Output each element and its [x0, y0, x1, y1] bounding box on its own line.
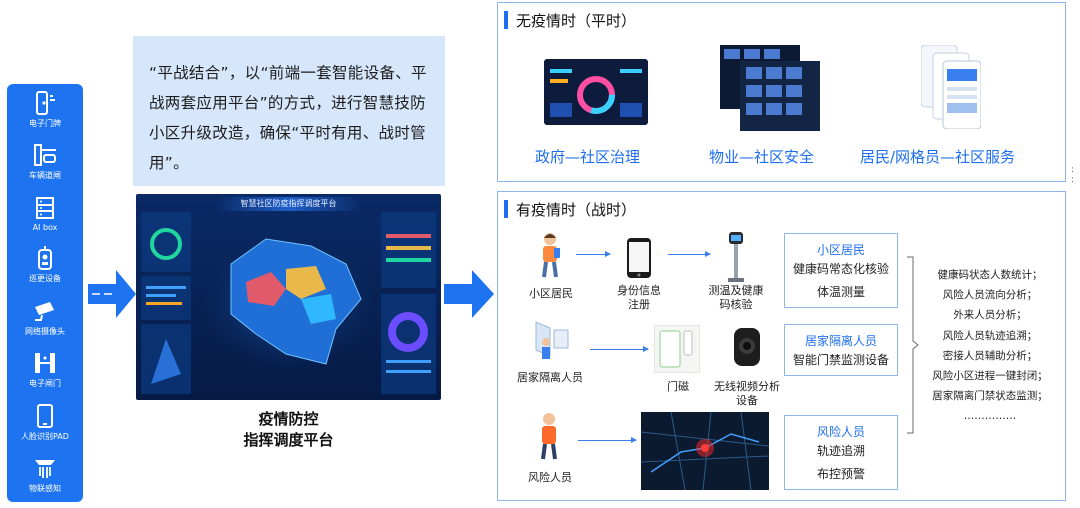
epidemic-panel: 有疫情时（战时） [497, 191, 1066, 501]
property-security-label: 物业—社区安全 [709, 148, 815, 166]
quarantine-category-line1: 智能门禁监测设备 [792, 353, 889, 367]
platform-caption: 疫情防控 指挥调度平台 [136, 409, 441, 451]
flow-line [590, 346, 649, 352]
quarantine-person-label: 居家隔离人员 [517, 371, 583, 384]
resident-phone-app-icon [921, 45, 981, 129]
resident-category-box: 小区居民 健康码常态化核验 体温测量 [784, 233, 898, 308]
device-ai-box: AI box [7, 195, 83, 232]
no-epidemic-header: 无疫情时（平时） [498, 3, 636, 37]
header-accent-bar [504, 11, 508, 29]
epidemic-title: 有疫情时（战时） [516, 200, 637, 219]
flow-arrow-icon [444, 270, 494, 318]
function-item: 健康码状态人数统计； [937, 269, 1043, 281]
trajectory-map-icon [641, 412, 769, 490]
government-governance-label: 政府—社区治理 [535, 148, 641, 166]
platform-caption-line2: 指挥调度平台 [243, 431, 334, 449]
quarantine-category-title: 居家隔离人员 [804, 334, 877, 348]
risk-category-line1: 轨迹追溯 [816, 444, 865, 458]
flow-line [576, 251, 611, 257]
risk-category-line2: 布控预警 [816, 467, 865, 481]
header-accent-bar [504, 200, 508, 218]
flow-line [668, 251, 711, 257]
side-marker: :: [1071, 165, 1075, 185]
resident-category-line1: 健康码常态化核验 [792, 262, 889, 276]
vehicle-gate-icon [34, 144, 56, 167]
function-item: 外来人员分析； [953, 309, 1027, 322]
phone-icon [627, 238, 651, 278]
resident-service-label: 居民/网格员—社区服务 [860, 148, 1016, 166]
resident-person-icon [542, 233, 560, 278]
face-pad-icon [37, 403, 53, 428]
quarantine-category-box: 居家隔离人员 智能门禁监测设备 [784, 324, 898, 376]
risk-person-icon [541, 413, 557, 460]
function-item: 风险小区进程一键封闭； [932, 370, 1048, 383]
electronic-gate-icon [35, 353, 55, 374]
risk-person-label: 风险人员 [528, 471, 572, 484]
door-lock-icon [36, 91, 55, 115]
device-sidebar: 电子门牌 车辆道闸 AI box 巡更设备 网络摄像头 电子闸门 人脸识别PAD… [7, 84, 83, 502]
function-item: 风险人员轨迹追溯； [942, 329, 1038, 342]
government-dashboard-icon [544, 59, 648, 125]
no-epidemic-panel: 无疫情时（平时） 政府—社区治理 物业—社区安全 居民/网格员—社区服务 [497, 2, 1066, 182]
patrol-device-icon [38, 246, 52, 271]
platform-caption-line1: 疫情防控 [258, 410, 319, 428]
grouping-bracket-icon [907, 256, 919, 434]
door-sensor-label: 门磁 [667, 380, 689, 393]
device-iot-sensor: 物联感知 [7, 455, 83, 494]
no-epidemic-title: 无疫情时（平时） [516, 11, 637, 30]
dashboard-visual [141, 212, 436, 394]
temperature-check-label: 测温及健康 码核验 [708, 284, 764, 311]
video-analysis-label: 无线视频分析 设备 [714, 380, 780, 407]
function-item: 风险人员流向分析； [942, 289, 1038, 302]
resident-label: 小区居民 [529, 287, 573, 300]
iot-sensor-icon [35, 459, 55, 478]
door-sensor-icon [654, 325, 700, 373]
quarantine-person-icon [535, 321, 569, 359]
function-item: 密接人员辅助分析； [942, 349, 1038, 362]
function-item: 居家隔离门禁状态监测； [932, 390, 1048, 403]
device-patrol: 巡更设备 [7, 245, 83, 284]
function-item: …………… [963, 410, 1017, 423]
device-electronic-gate: 电子闸门 [7, 350, 83, 389]
property-surveillance-icon [720, 45, 820, 131]
risk-category-title: 风险人员 [816, 425, 865, 439]
risk-category-box: 风险人员 轨迹追溯 布控预警 [784, 415, 898, 490]
temperature-gate-icon [728, 232, 744, 282]
epidemic-header: 有疫情时（战时） [498, 192, 636, 226]
device-network-camera: 网络摄像头 [7, 298, 83, 337]
resident-category-line2: 体温测量 [816, 285, 865, 299]
identity-registration-label: 身份信息 注册 [617, 284, 661, 311]
video-analysis-device-icon [734, 328, 760, 366]
camera-icon [35, 301, 54, 321]
strategy-quote: “平战结合”，以“前端一套智能设备、平战两套应用平台”的方式，进行智慧技防小区升… [133, 36, 445, 186]
flow-arrow-icon [88, 270, 136, 318]
device-electronic-doorplate: 电子门牌 [7, 90, 83, 129]
flow-line [578, 437, 637, 443]
resident-category-title: 小区居民 [816, 243, 865, 257]
function-list: 健康码状态人数统计； 风险人员流向分析； 外来人员分析； 风险人员轨迹追溯； 密… [922, 265, 1058, 427]
command-platform-screen: 智慧社区防疫指挥调度平台 [136, 194, 441, 400]
ai-box-icon [36, 196, 54, 219]
screen-title: 智慧社区防疫指挥调度平台 [216, 197, 361, 211]
device-face-pad: 人脸识别PAD [7, 403, 83, 442]
device-vehicle-gate: 车辆道闸 [7, 142, 83, 181]
